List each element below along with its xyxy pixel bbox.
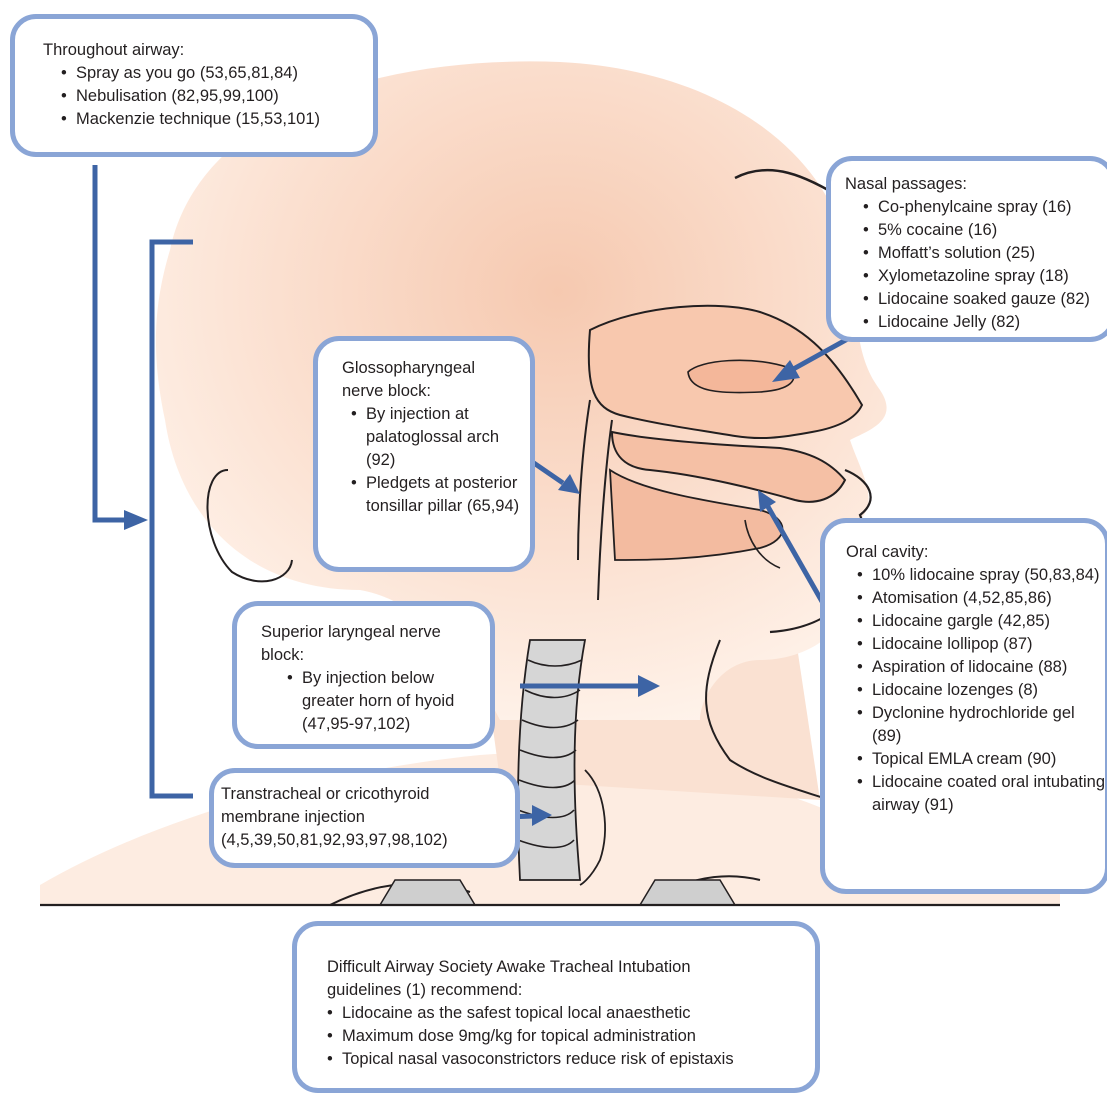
- list-item: By injection at palatoglossal arch (92): [351, 403, 524, 472]
- list-item: Lidocaine soaked gauze (82): [863, 288, 1107, 311]
- chest-ribs-right: [640, 880, 735, 905]
- list-item: Topical EMLA cream (90): [857, 748, 1105, 771]
- throughout-airway-list: Spray as you go (53,65,81,84) Nebulisati…: [61, 62, 363, 131]
- list-item: Spray as you go (53,65,81,84): [61, 62, 363, 85]
- glossopharyngeal-title: Glossopharyngeal nerve block:: [342, 357, 524, 403]
- list-item: 10% lidocaine spray (50,83,84): [857, 564, 1105, 587]
- throughout-airway-panel: Throughout airway: Spray as you go (53,6…: [10, 14, 378, 157]
- list-item: 5% cocaine (16): [863, 219, 1107, 242]
- list-item: Lidocaine Jelly (82): [863, 311, 1107, 334]
- list-item: Nebulisation (82,95,99,100): [61, 85, 363, 108]
- superior-laryngeal-list: By injection below greater horn of hyoid…: [287, 667, 484, 736]
- list-item: Lidocaine lozenges (8): [857, 679, 1105, 702]
- list-item: Lidocaine lollipop (87): [857, 633, 1105, 656]
- list-item: Pledgets at posterior tonsillar pillar (…: [351, 472, 524, 518]
- list-item: By injection below greater horn of hyoid…: [287, 667, 484, 736]
- list-item: Lidocaine coated oral intubating airway …: [857, 771, 1105, 817]
- oral-cavity-list: 10% lidocaine spray (50,83,84) Atomisati…: [857, 564, 1105, 817]
- nasal-passages-title: Nasal passages:: [845, 173, 1107, 196]
- airway-connector-arrowhead: [124, 510, 148, 530]
- airway-connector-line: [95, 165, 125, 520]
- throughout-airway-title: Throughout airway:: [43, 39, 363, 62]
- das-guidelines-list: Lidocaine as the safest topical local an…: [327, 1002, 805, 1071]
- list-item: Lidocaine gargle (42,85): [857, 610, 1105, 633]
- oral-cavity-title: Oral cavity:: [846, 541, 1105, 564]
- list-item: Aspiration of lidocaine (88): [857, 656, 1105, 679]
- nasal-passages-panel: Nasal passages: Co-phenylcaine spray (16…: [826, 156, 1107, 342]
- glossopharyngeal-list: By injection at palatoglossal arch (92) …: [351, 403, 524, 518]
- nasal-passages-list: Co-phenylcaine spray (16) 5% cocaine (16…: [863, 196, 1107, 334]
- superior-laryngeal-panel: Superior laryngeal nerve block: By injec…: [232, 601, 495, 749]
- list-item: Atomisation (4,52,85,86): [857, 587, 1105, 610]
- list-item: Co-phenylcaine spray (16): [863, 196, 1107, 219]
- list-item: Maximum dose 9mg/kg for topical administ…: [327, 1025, 805, 1048]
- das-guidelines-title: Difficult Airway Society Awake Tracheal …: [327, 956, 805, 1002]
- list-item: Mackenzie technique (15,53,101): [61, 108, 363, 131]
- superior-laryngeal-title: Superior laryngeal nerve block:: [261, 621, 484, 667]
- list-item: Moffatt’s solution (25): [863, 242, 1107, 265]
- list-item: Dyclonine hydrochloride gel (89): [857, 702, 1105, 748]
- oral-cavity-panel: Oral cavity: 10% lidocaine spray (50,83,…: [820, 518, 1107, 894]
- list-item: Lidocaine as the safest topical local an…: [327, 1002, 805, 1025]
- chest-ribs-left: [380, 880, 475, 905]
- list-item: Topical nasal vasoconstrictors reduce ri…: [327, 1048, 805, 1071]
- transtracheal-title: Transtracheal or cricothyroid membrane i…: [221, 783, 511, 852]
- transtracheal-panel: Transtracheal or cricothyroid membrane i…: [209, 768, 520, 868]
- list-item: Xylometazoline spray (18): [863, 265, 1107, 288]
- glossopharyngeal-panel: Glossopharyngeal nerve block: By injecti…: [313, 336, 535, 572]
- das-guidelines-panel: Difficult Airway Society Awake Tracheal …: [292, 921, 820, 1093]
